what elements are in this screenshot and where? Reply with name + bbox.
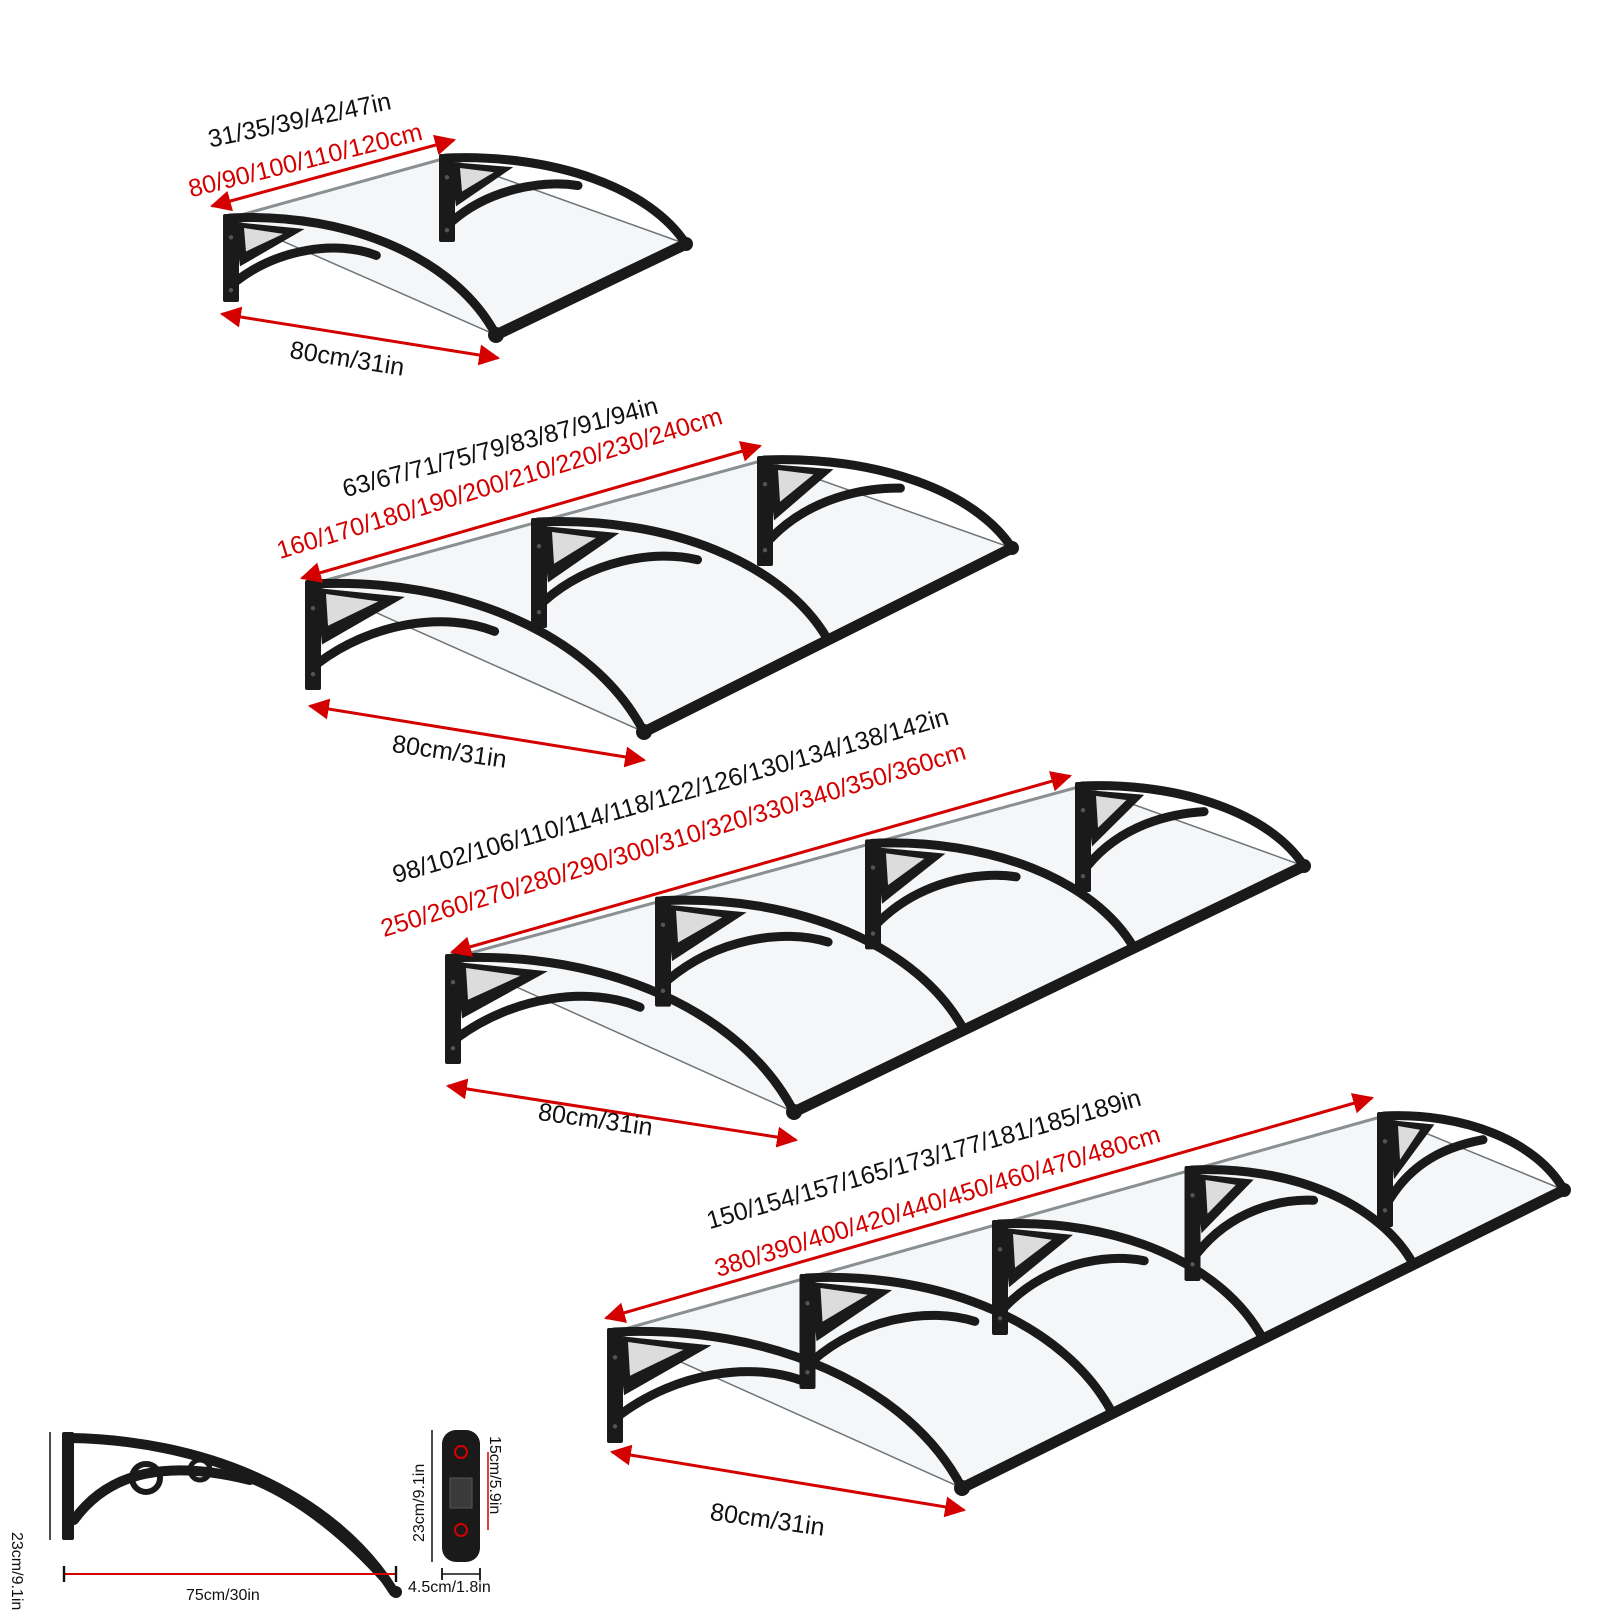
bracket-front-width-label: 4.5cm/1.8in <box>408 1579 491 1596</box>
canopy-2-bracket-1 <box>305 578 649 737</box>
canopy-1-width-arrow <box>209 134 457 212</box>
canopy-3-front-bar <box>788 860 1310 1118</box>
bracket-front-upper-hole <box>454 1445 468 1459</box>
bracket-side-height-label: 23cm/9.1in <box>8 1532 25 1610</box>
canopy-2-front-bar <box>638 542 1018 738</box>
bracket-front-hole-spacing-label: 15cm/5.9in <box>486 1436 503 1515</box>
canopy-4-width-arrow <box>603 1093 1375 1323</box>
canopy-4-front-bar <box>956 1184 1570 1494</box>
canopy-1-depth-arrow <box>219 306 501 366</box>
canopy-2-width-arrow <box>299 441 763 583</box>
canopy-3-bracket-4 <box>1075 781 1309 892</box>
bracket-front-lower-hole <box>454 1523 468 1537</box>
bracket-side-length-label: 75cm/30in <box>186 1587 260 1604</box>
canopy-2-depth-arrow <box>307 698 647 768</box>
canopy-4-panel <box>611 1115 1566 1489</box>
canopy-3-width-arrow <box>449 771 1073 957</box>
bracket-front-height-label: 23cm/9.1in <box>411 1463 428 1542</box>
canopy-2-bracket-3 <box>757 455 1017 566</box>
canopy-4-depth-arrow <box>609 1444 967 1518</box>
canopy-4-bracket-5 <box>1377 1111 1569 1227</box>
bracket-front-view <box>431 1430 489 1580</box>
bracket-side-view <box>49 1432 402 1598</box>
canopy-1-front-bar <box>490 238 692 341</box>
